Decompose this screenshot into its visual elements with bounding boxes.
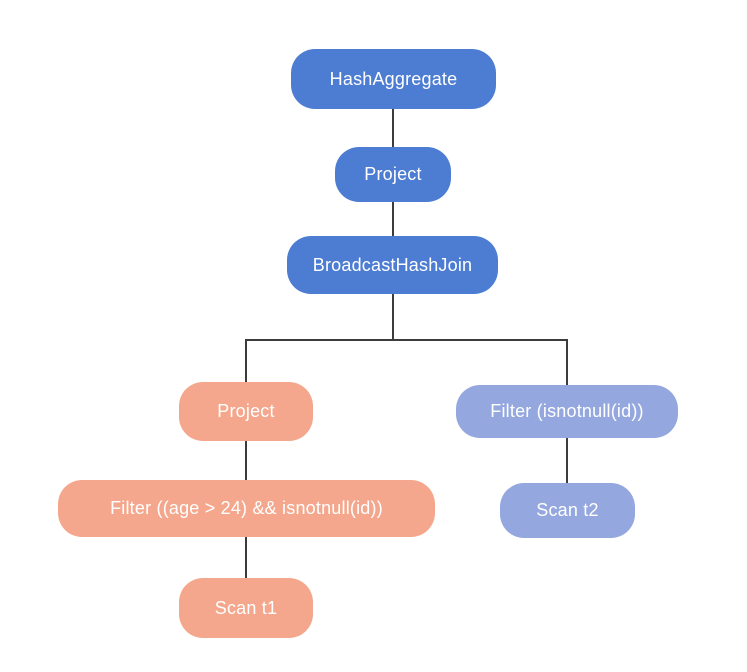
edge-project-left-filter (245, 441, 247, 481)
edge-broadcasthashjoin-stem (392, 294, 394, 340)
edge-branch-left-drop (245, 340, 247, 383)
edge-branch-horizontal (245, 339, 568, 341)
node-scan-t2: Scan t2 (500, 483, 635, 538)
node-filter-left: Filter ((age > 24) && isnotnull(id)) (58, 480, 435, 537)
edge-filter-right-scan-t2 (566, 438, 568, 484)
edge-branch-right-drop (566, 340, 568, 386)
edge-project-broadcasthashjoin (392, 202, 394, 237)
node-filter-right: Filter (isnotnull(id)) (456, 385, 678, 438)
node-project-top: Project (335, 147, 451, 202)
edge-hashaggregate-project (392, 109, 394, 148)
node-scan-t1: Scan t1 (179, 578, 313, 638)
node-project-left: Project (179, 382, 313, 441)
edge-filter-left-scan-t1 (245, 536, 247, 579)
node-hashaggregate: HashAggregate (291, 49, 496, 109)
node-broadcasthashjoin: BroadcastHashJoin (287, 236, 498, 294)
